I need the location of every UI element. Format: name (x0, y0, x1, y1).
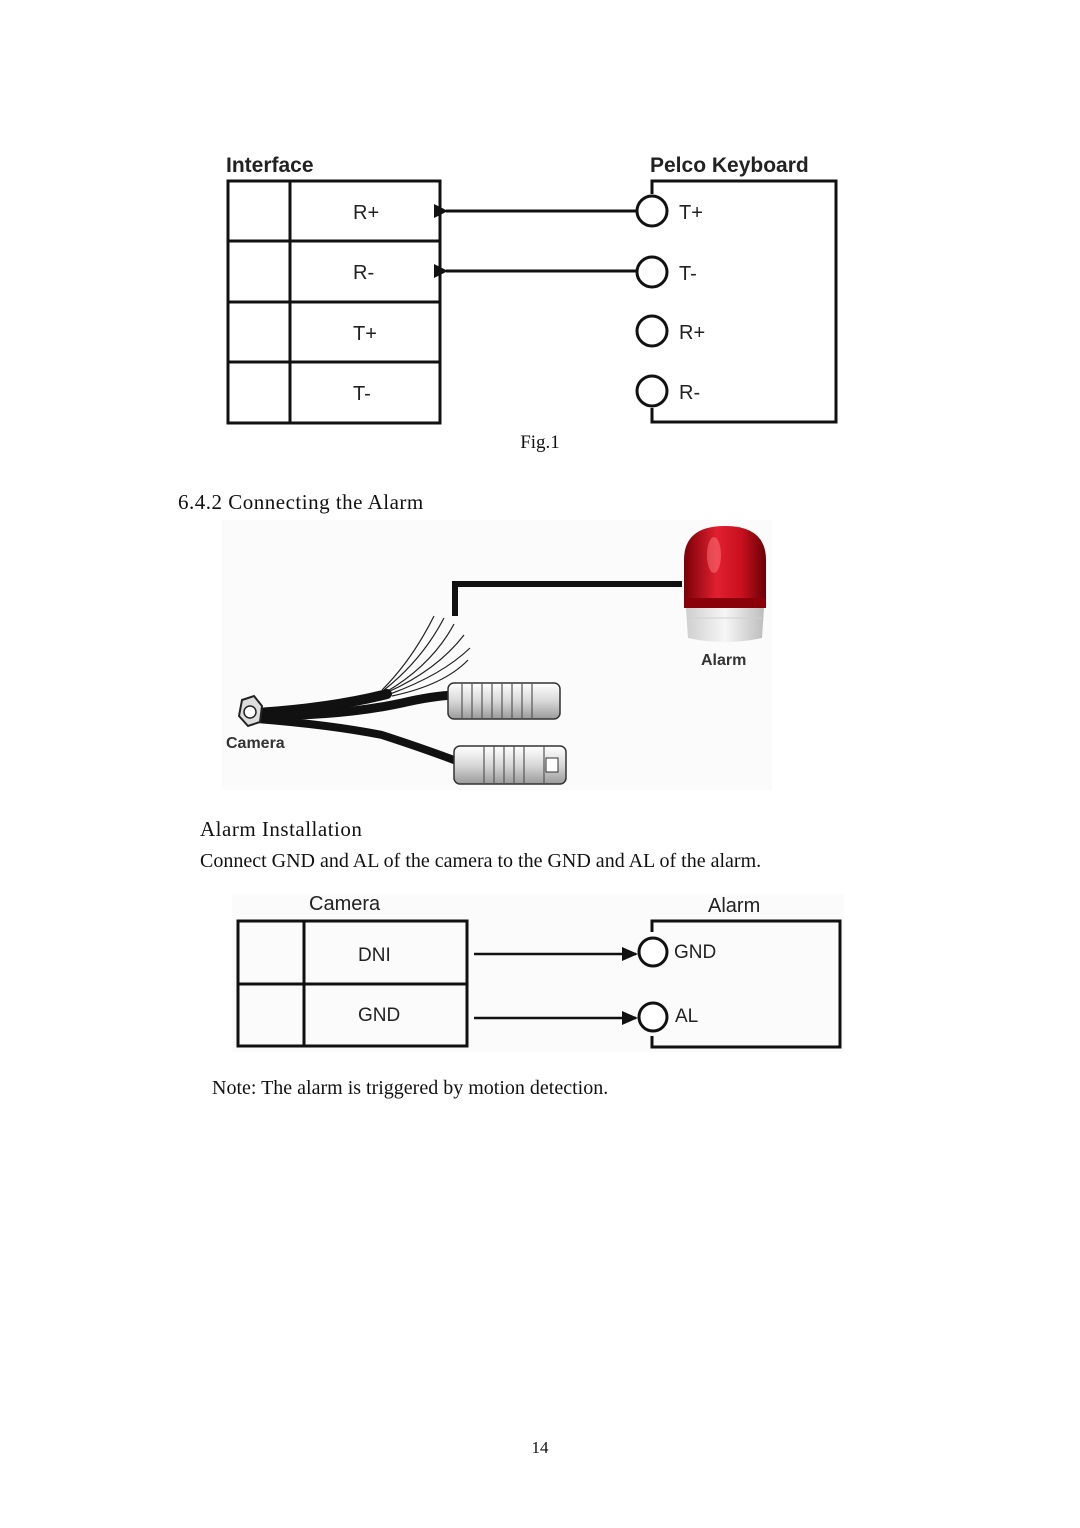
keyboard-pin-label: T+ (679, 202, 703, 224)
note-text: Note: The alarm is triggered by motion d… (212, 1077, 609, 1099)
interface-pin-label: T+ (353, 323, 377, 345)
interface-pin-label: T- (353, 383, 371, 405)
camera-photo-label: Camera (226, 735, 285, 752)
camera-cable (252, 689, 459, 764)
camera-pin-label: GND (358, 1005, 400, 1026)
power-connector-icon (447, 682, 561, 720)
interface-pin-label: R- (353, 262, 374, 284)
fig1-diagram: Interface Pelco Keyboard R+ R- T+ T- T+ … (226, 154, 838, 425)
alarm-pin-label: AL (675, 1006, 698, 1027)
figure-caption: Fig.1 (520, 432, 560, 453)
keyboard-title: Pelco Keyboard (650, 154, 809, 177)
interface-title: Interface (226, 154, 314, 177)
keyboard-pin-label: R+ (679, 322, 705, 344)
camera-connector-icon (237, 694, 264, 728)
installation-text: Connect GND and AL of the camera to the … (200, 850, 762, 872)
keyboard-terminal (635, 194, 669, 408)
fig2-diagram: Camera Alarm DNI GND GND AL (232, 893, 844, 1052)
camera-pin-label: DNI (358, 945, 391, 966)
page-number: 14 (531, 1438, 549, 1457)
keyboard-pin-label: T- (679, 263, 697, 285)
alarm-frame (650, 919, 842, 1049)
alarm-terminal (637, 936, 669, 1033)
alarm-camera-illustration: Alarm Camera (222, 520, 772, 790)
keyboard-frame (650, 179, 838, 424)
bnc-connector-icon (453, 745, 567, 785)
fig2-camera-title: Camera (309, 893, 381, 915)
interface-pin-label: R+ (353, 202, 379, 224)
interface-table (226, 179, 442, 425)
installation-heading: Alarm Installation (200, 817, 363, 841)
camera-table (236, 919, 469, 1048)
alarm-wire (452, 581, 682, 616)
keyboard-pin-label: R- (679, 382, 700, 404)
alarm-photo-label: Alarm (701, 652, 746, 669)
section-heading: 6.4.2 Connecting the Alarm (178, 490, 424, 514)
fig2-alarm-title: Alarm (708, 895, 760, 917)
alarm-wires (381, 615, 471, 697)
alarm-pin-label: GND (674, 942, 716, 963)
alarm-beacon-icon (684, 526, 766, 642)
